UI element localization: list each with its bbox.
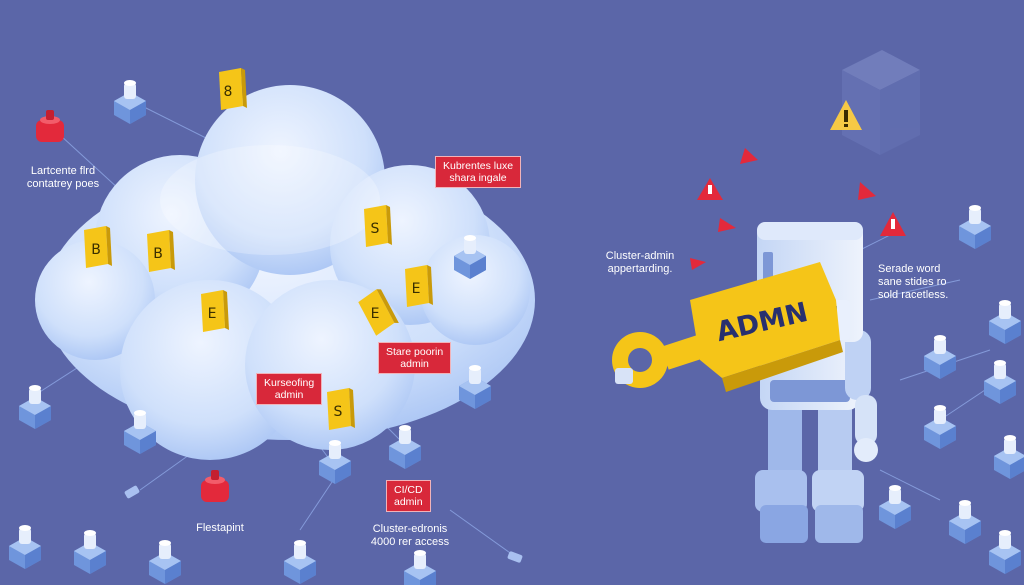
label-line: appertarding.	[607, 263, 673, 275]
tag-line: admin	[274, 389, 304, 401]
label-line: Cluster-admin	[605, 250, 675, 262]
node-icon	[74, 530, 106, 574]
label-top-left: Lartcente flrd contatrey poes	[8, 165, 118, 191]
file-letter: B	[153, 246, 163, 262]
node-icon	[924, 335, 956, 379]
node-icon	[149, 540, 181, 584]
tag-line: admin	[400, 358, 429, 370]
label-line: contatrey poes	[26, 178, 100, 190]
label-line: Serade word	[878, 263, 941, 275]
node-icon	[404, 550, 436, 585]
tag-line: admin	[394, 496, 423, 508]
alert-arrow-icon	[858, 182, 876, 200]
tag-line: Kubrentes luxe	[443, 160, 514, 172]
label-line: sane stides ro	[878, 276, 947, 288]
file-letter: E	[208, 306, 217, 322]
node-icon	[924, 405, 956, 449]
node-icon	[949, 500, 981, 544]
tag-line: shara ingale	[449, 172, 507, 184]
tag-line: Stare poorin	[386, 346, 444, 358]
node-icon	[989, 300, 1021, 344]
plug-icons	[124, 485, 523, 563]
node-icon	[989, 530, 1021, 574]
tag-kubrentes: Kubrentes luxe shara ingale	[435, 156, 522, 188]
file-letter: E	[412, 281, 421, 297]
label-line: Flestapint	[196, 522, 244, 534]
node-icon	[9, 525, 41, 569]
label-line: sold racetless.	[878, 289, 949, 301]
label-line: Cluster-edronis	[372, 523, 448, 535]
label-bottom-center: Cluster-edronis 4000 rer access	[355, 523, 465, 549]
file-letter: 8	[224, 84, 233, 100]
node-icon	[994, 435, 1024, 479]
node-icon	[19, 385, 51, 429]
right-nodes	[879, 205, 1024, 574]
background-cube	[842, 50, 920, 155]
node-icon	[114, 80, 146, 124]
node-icon	[879, 485, 911, 529]
admin-key-icon: ADMN	[612, 262, 843, 392]
red-node-icon	[36, 110, 64, 142]
label-line: Lartcente flrd	[30, 165, 96, 177]
alert-arrow-icon	[690, 258, 706, 270]
file-letter: S	[371, 221, 380, 237]
file-letter: S	[334, 404, 343, 420]
label-cluster-admin: Cluster-admin appertarding.	[590, 250, 690, 276]
alert-arrow-icon	[740, 148, 758, 164]
node-icon	[959, 205, 991, 249]
tag-stare-poorin: Stare poorin admin	[378, 342, 452, 374]
node-icon	[984, 360, 1016, 404]
tag-kurseofing: Kurseofing admin	[256, 373, 323, 405]
file-letter: B	[91, 242, 101, 258]
node-icon	[389, 425, 421, 469]
tag-line: Kurseofing	[264, 377, 315, 389]
file-letter: E	[371, 306, 380, 322]
tag-cicd: CI/CD admin	[386, 480, 431, 512]
label-line: 4000 rer access	[370, 536, 450, 548]
alert-arrow-icon	[718, 218, 736, 232]
label-right-side: Serade word sane stides ro sold racetles…	[878, 263, 998, 302]
label-bottom-left: Flestapint	[180, 522, 260, 535]
red-node-icon	[201, 470, 229, 502]
warning-icons	[690, 100, 906, 270]
tag-line: CI/CD	[394, 484, 423, 496]
file-icons: 8 B B E S E S E	[84, 68, 433, 430]
node-icon	[284, 540, 316, 584]
